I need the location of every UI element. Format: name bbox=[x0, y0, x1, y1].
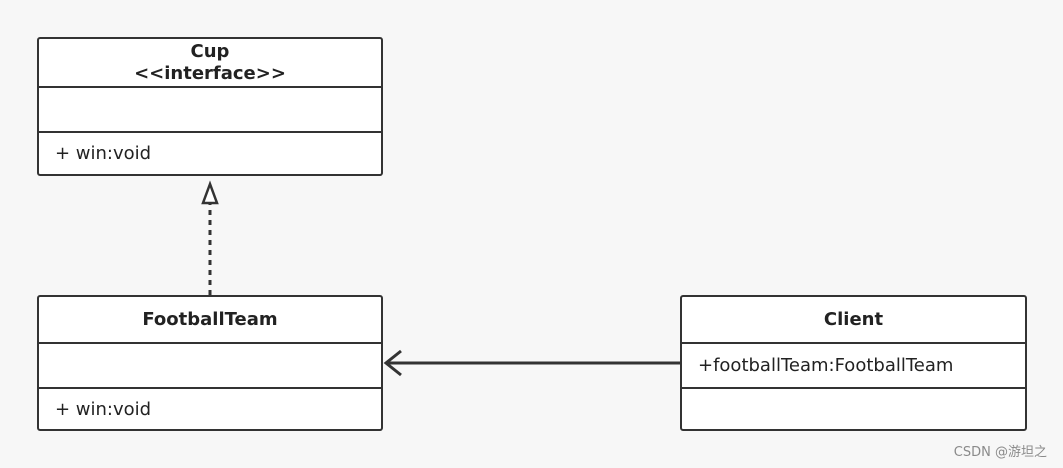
association-arrowhead bbox=[383, 349, 402, 377]
class-client-header: Client bbox=[682, 297, 1025, 342]
watermark: CSDN @游坦之 bbox=[953, 445, 1047, 460]
class-client-attributes: +footballTeam:FootballTeam bbox=[682, 342, 1025, 387]
class-football-team-header: FootballTeam bbox=[39, 297, 381, 342]
class-football-team-operations: + win:void bbox=[39, 387, 381, 429]
class-client[interactable]: Client +footballTeam:FootballTeam bbox=[680, 295, 1027, 431]
class-cup-header: Cup <<interface>> bbox=[39, 39, 381, 86]
class-football-team-name: FootballTeam bbox=[142, 308, 278, 330]
class-cup-attributes bbox=[39, 86, 381, 131]
class-client-name: Client bbox=[823, 308, 884, 330]
realization-arrowhead bbox=[201, 180, 219, 205]
class-football-team-attributes bbox=[39, 342, 381, 387]
class-cup[interactable]: Cup <<interface>> + win:void bbox=[37, 37, 383, 176]
class-client-operations bbox=[682, 387, 1025, 429]
class-cup-operations: + win:void bbox=[39, 131, 381, 174]
class-cup-name: Cup bbox=[190, 40, 230, 62]
class-football-team[interactable]: FootballTeam + win:void bbox=[37, 295, 383, 431]
class-cup-stereotype: <<interface>> bbox=[134, 62, 286, 84]
